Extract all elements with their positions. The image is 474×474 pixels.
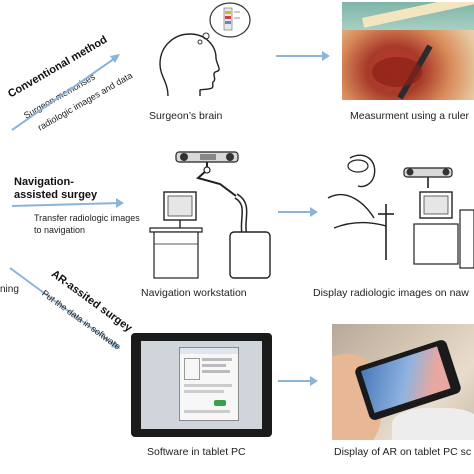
row3-left-fragment: ning	[0, 284, 19, 295]
navigation-method-title-1: Navigation-	[14, 176, 74, 188]
row1-left-caption: Surgeon’s brain	[149, 110, 223, 122]
navigation-method-desc-1: Transfer radiologic images	[34, 213, 140, 223]
surgeon-drawing	[327, 154, 474, 269]
row2-left-caption: Navigation workstation	[141, 287, 247, 299]
row3-left-caption: Software in tablet PC	[147, 446, 246, 458]
tablet-software-screen	[131, 333, 272, 437]
ar-phone-photo	[332, 324, 474, 440]
row1-right-caption: Measurment using a ruler	[350, 110, 470, 122]
navigation-method-desc-2: to navigation	[34, 225, 86, 235]
row3-right-caption: Display of AR on tablet PC sc	[334, 446, 472, 458]
row2-right-caption: Display radiologic images on naw	[313, 287, 469, 299]
thought-bubble-icon	[197, 2, 251, 45]
head-outline-icon	[159, 33, 220, 97]
navigation-workstation-drawing	[149, 151, 271, 279]
navigation-method-title-2: assisted surgey	[14, 189, 98, 201]
ruler-photo	[342, 2, 474, 100]
